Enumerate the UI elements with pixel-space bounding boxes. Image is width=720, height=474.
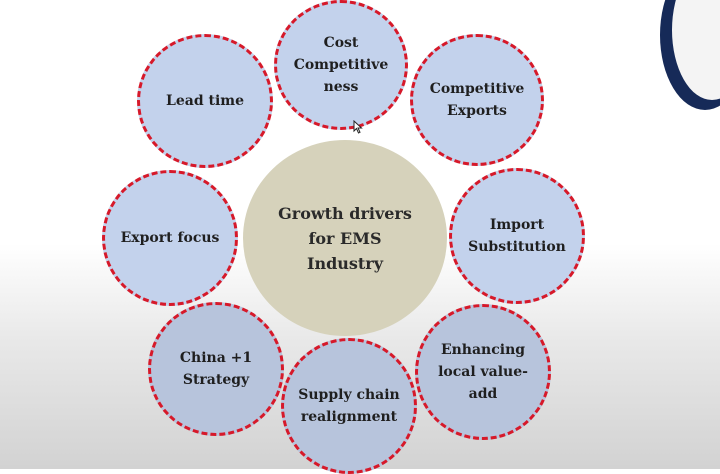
- node-supply-chain-realignment: Supply chain realignment: [281, 338, 417, 474]
- node-cost-competitiveness: Cost Competitive ness: [274, 0, 408, 130]
- center-hub: Growth drivers for EMS Industry: [243, 140, 447, 336]
- mouse-cursor-icon: [353, 120, 363, 134]
- node-competitive-exports: Competitive Exports: [410, 34, 544, 166]
- node-import-substitution: Import Substitution: [449, 168, 585, 304]
- node-export-focus: Export focus: [102, 170, 238, 306]
- node-lead-time: Lead time: [137, 34, 273, 168]
- node-enhancing-local-value-add: Enhancing local value- add: [415, 304, 551, 440]
- node-china-plus-one: China +1 Strategy: [148, 302, 284, 436]
